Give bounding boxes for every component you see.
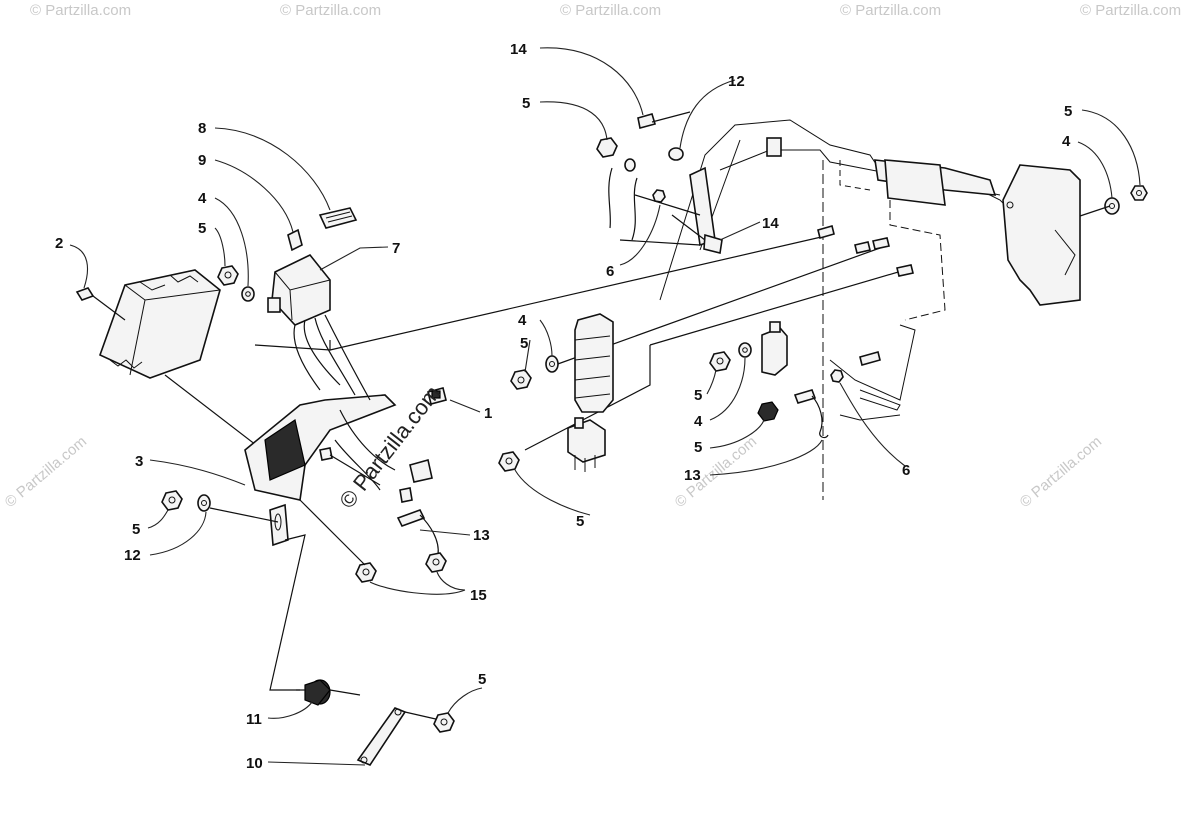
callout-14: 14 <box>762 215 779 232</box>
callout-6: 6 <box>902 462 910 479</box>
nut-5-right-lower <box>757 401 779 422</box>
watermark-text: © Partzilla.com <box>1017 433 1105 511</box>
washer-4-left <box>241 286 255 302</box>
callout-13: 13 <box>684 467 701 484</box>
callout-4: 4 <box>518 312 527 329</box>
end-cover-block <box>1002 164 1081 306</box>
watermark-text: © Partzilla.com <box>280 2 381 19</box>
clip-9 <box>287 228 303 252</box>
ground-wire-13-right <box>793 389 829 439</box>
cover-2 <box>75 269 221 379</box>
nut-5-center <box>510 369 532 390</box>
callout-7: 7 <box>392 240 400 257</box>
axis-line <box>299 499 366 566</box>
callout-4: 4 <box>198 190 207 207</box>
bracket-3 <box>244 394 397 547</box>
nut-5-lower-center <box>498 451 520 472</box>
axis-line <box>649 269 906 346</box>
callout-8: 8 <box>198 120 206 137</box>
axis-line <box>524 345 651 451</box>
callout-6: 6 <box>606 263 614 280</box>
leader-lines <box>69 47 1141 766</box>
chassis-frame <box>659 119 1011 500</box>
frame-studs <box>817 225 914 366</box>
nut-5-strap <box>433 712 455 733</box>
watermark-text: © Partzilla.com <box>1080 2 1181 19</box>
top-ground-assembly <box>596 111 723 254</box>
axis-line <box>254 340 331 351</box>
callout-labels: 1 2 3 4 4 4 4 5 5 5 5 5 5 5 5 5 6 6 7 8 … <box>55 41 1072 772</box>
callout-5: 5 <box>576 513 584 530</box>
washer-12-lower-left <box>197 494 211 512</box>
strap-10 <box>356 707 441 766</box>
washer-4-center <box>545 355 559 373</box>
callout-3: 3 <box>135 453 143 470</box>
callout-13: 13 <box>473 527 490 544</box>
washer-4-right <box>738 342 752 358</box>
callout-9: 9 <box>198 152 206 169</box>
nut-5-top-right <box>1130 185 1148 201</box>
nut-5-lower-left <box>161 490 183 511</box>
callout-4: 4 <box>694 413 703 430</box>
nut-5-right-upper <box>709 351 731 372</box>
star-washer-6-right <box>830 369 844 383</box>
ground-wire-13-left <box>396 509 439 556</box>
callout-12: 12 <box>124 547 141 564</box>
cdi-module-7 <box>267 254 371 401</box>
callout-11: 11 <box>246 711 262 728</box>
watermark-text: © Partzilla.com <box>560 2 661 19</box>
callout-12: 12 <box>728 73 745 90</box>
callout-5: 5 <box>478 671 486 688</box>
callout-5: 5 <box>132 521 140 538</box>
nut-5-left <box>217 265 239 286</box>
relay-box <box>567 417 606 472</box>
callout-5: 5 <box>520 335 528 352</box>
washer-4-top-right <box>1104 197 1120 215</box>
harness-connectors <box>319 409 433 503</box>
nut-15-a <box>355 562 377 583</box>
nut-15-b <box>425 552 447 573</box>
callout-4: 4 <box>1062 133 1071 150</box>
clip-1 <box>427 387 447 405</box>
watermark-text: © Partzilla.com <box>2 433 90 511</box>
axis-line <box>164 374 266 453</box>
rubber-mount-11 <box>296 679 361 706</box>
callout-14: 14 <box>510 41 527 58</box>
decal-8 <box>318 207 358 229</box>
right-module <box>761 321 788 376</box>
callout-10: 10 <box>246 755 263 772</box>
callout-5: 5 <box>694 439 702 456</box>
callout-2: 2 <box>55 235 63 252</box>
axis-line <box>209 507 279 523</box>
watermark-text: © Partzilla.com <box>840 2 941 19</box>
axis-line <box>329 234 831 351</box>
callout-5: 5 <box>198 220 206 237</box>
callout-1: 1 <box>484 405 492 422</box>
callout-5: 5 <box>1064 103 1072 120</box>
voltage-regulator <box>574 313 614 413</box>
callout-5: 5 <box>522 95 530 112</box>
callout-5: 5 <box>694 387 702 404</box>
axis-line <box>1079 205 1111 217</box>
axis-line <box>269 534 306 691</box>
watermark-text: © Partzilla.com <box>30 2 131 19</box>
callout-15: 15 <box>470 587 487 604</box>
